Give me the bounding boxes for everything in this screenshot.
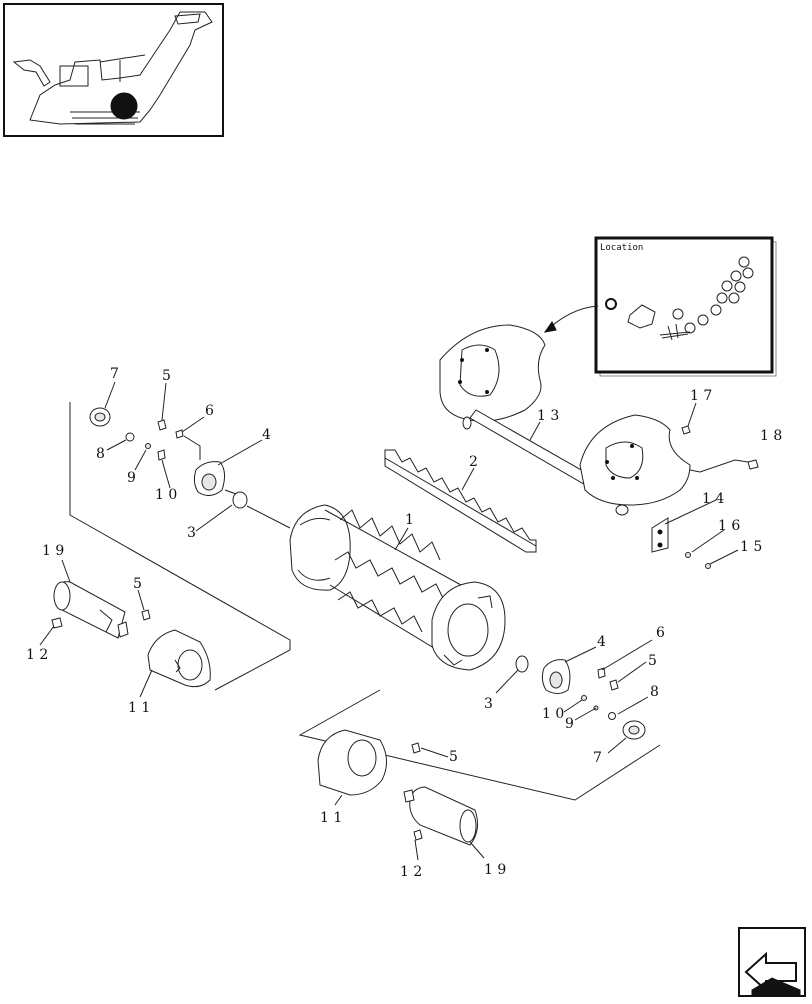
callout-10-top: 1 0 bbox=[155, 487, 177, 503]
callout-3-top: 3 bbox=[187, 525, 196, 541]
callout-12-left: 1 2 bbox=[26, 647, 48, 663]
leader-lines bbox=[39, 381, 739, 861]
callout-15: 1 5 bbox=[740, 539, 762, 555]
serrated-strip bbox=[384, 449, 537, 553]
callout-9-top: 9 bbox=[127, 470, 136, 486]
callout-18: 1 8 bbox=[760, 428, 782, 444]
right-bearing-group bbox=[298, 655, 661, 801]
callout-8-right: 8 bbox=[650, 684, 659, 700]
callout-8-top: 8 bbox=[96, 446, 105, 462]
callout-13: 1 3 bbox=[537, 408, 559, 424]
callout-14: 1 4 bbox=[702, 491, 724, 507]
harvester-thumbnail-icon bbox=[3, 3, 224, 137]
callout-7-right: 7 bbox=[593, 750, 602, 766]
callout-6-right: 6 bbox=[656, 625, 665, 641]
callout-1: 1 bbox=[405, 512, 414, 528]
callout-4-right: 4 bbox=[597, 634, 606, 650]
callout-16: 1 6 bbox=[718, 518, 740, 534]
callout-9-right: 9 bbox=[565, 716, 574, 732]
callout-17: 1 7 bbox=[690, 388, 712, 404]
callout-3-right: 3 bbox=[484, 696, 493, 712]
callout-5-right: 5 bbox=[648, 653, 657, 669]
callout-4-top: 4 bbox=[262, 427, 271, 443]
callout-12-bottom: 1 2 bbox=[400, 864, 422, 880]
callout-5-top: 5 bbox=[162, 368, 171, 384]
left-motor-group bbox=[51, 581, 211, 688]
callout-5-bottom: 5 bbox=[449, 749, 458, 765]
callout-5-left: 5 bbox=[133, 576, 142, 592]
drum-assembly bbox=[289, 504, 506, 671]
side-plate-assembly bbox=[439, 324, 759, 569]
callout-labels: 1 2 1 3 1 7 1 8 1 4 1 6 1 5 7 5 6 4 8 9 … bbox=[26, 366, 782, 880]
location-title: Location bbox=[600, 243, 643, 253]
callout-6-top: 6 bbox=[205, 403, 214, 419]
callout-19-bottom: 1 9 bbox=[484, 862, 506, 878]
callout-19-left: 1 9 bbox=[42, 543, 64, 559]
next-page-arrow-icon[interactable] bbox=[738, 927, 806, 997]
callout-10-right: 1 0 bbox=[542, 706, 564, 722]
callout-11-bottom: 1 1 bbox=[320, 810, 342, 826]
location-panel: Location bbox=[543, 236, 777, 377]
left-bearing-group bbox=[69, 402, 291, 691]
bottom-motor-group bbox=[317, 729, 479, 846]
callout-7-top: 7 bbox=[110, 366, 119, 382]
location-marker-icon bbox=[605, 298, 617, 310]
callout-2: 2 bbox=[469, 454, 478, 470]
callout-11-left: 1 1 bbox=[128, 700, 150, 716]
